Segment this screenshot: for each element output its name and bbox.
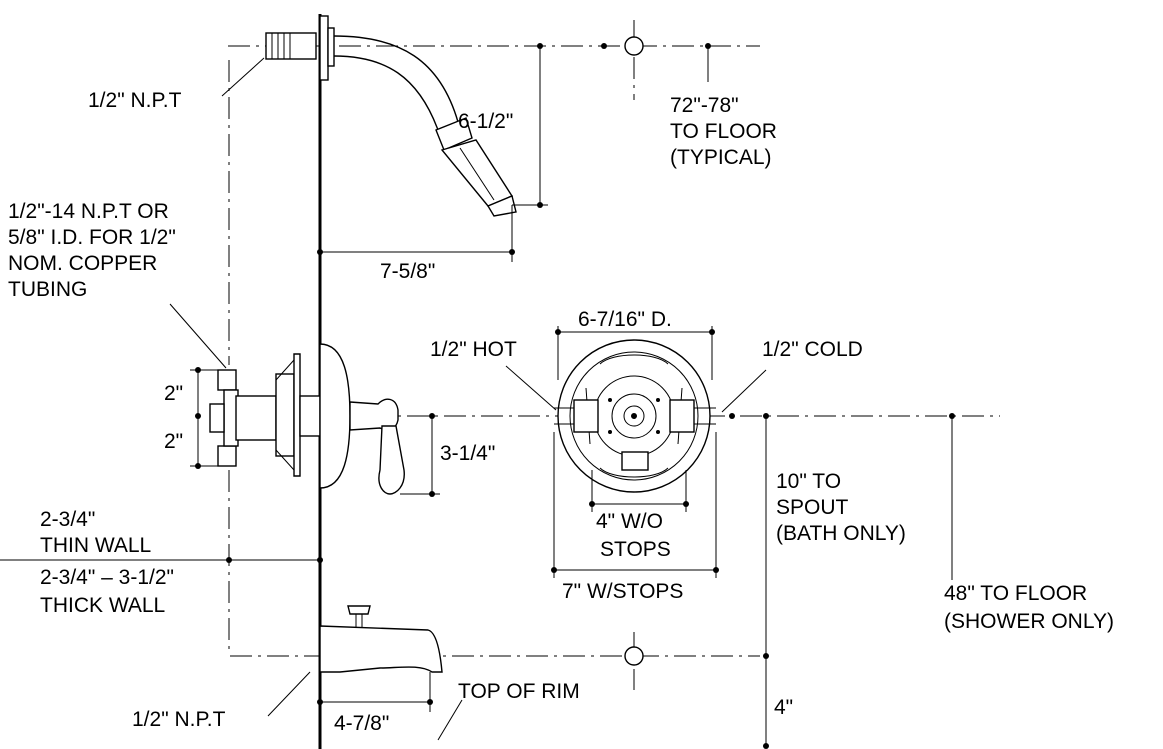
spout-reach-label: 4-7/8" bbox=[334, 712, 389, 735]
npt-bottom-label: 1/2" N.P.T bbox=[132, 708, 226, 731]
leader-lines bbox=[169, 57, 767, 741]
valve-body-side bbox=[195, 343, 405, 495]
with-stops-label: 7" W/STOPS bbox=[562, 580, 683, 603]
arm-drop-label: 6-1/2" bbox=[458, 110, 513, 133]
rim-height-label: 4" bbox=[774, 696, 793, 719]
thick-wall-label-line2: THICK WALL bbox=[40, 594, 165, 617]
handle-drop-label: 3-1/4" bbox=[440, 442, 495, 465]
inlet-label-line4: TUBING bbox=[8, 278, 87, 301]
handle-drop-dimension bbox=[400, 413, 440, 497]
front-view-dimensions bbox=[551, 326, 735, 666]
thin-wall-label-line2: THIN WALL bbox=[40, 534, 151, 557]
height-dimensions bbox=[763, 413, 955, 749]
hot-label: 1/2" HOT bbox=[430, 338, 517, 361]
spout-label-line1: 10" TO bbox=[776, 470, 841, 493]
tub-spout bbox=[317, 605, 443, 712]
shower-head bbox=[440, 139, 517, 217]
labels: 1/2" N.P.T 72"-78" TO FLOOR (TYPICAL) 6-… bbox=[8, 89, 1114, 735]
wall-thickness-dimensions bbox=[0, 557, 323, 563]
upper-spacing-label: 2" bbox=[164, 382, 183, 405]
plate-diameter-label: 6-7/16" D. bbox=[578, 308, 672, 331]
inlet-label-line1: 1/2"-14 N.P.T OR bbox=[8, 200, 169, 223]
without-stops-label-line1: 4" W/O bbox=[596, 510, 663, 533]
inlet-label-line2: 5/8" I.D. FOR 1/2" bbox=[8, 226, 176, 249]
inlet-label-line3: NOM. COPPER bbox=[8, 252, 157, 275]
npt-top-label: 1/2" N.P.T bbox=[88, 89, 182, 112]
height-label-line3: (TYPICAL) bbox=[670, 146, 772, 169]
shower-arm bbox=[265, 15, 473, 151]
height-label-line1: 72"-78" bbox=[670, 94, 739, 117]
cold-label: 1/2" COLD bbox=[762, 338, 863, 361]
arm-reach-label: 7-5/8" bbox=[380, 260, 435, 283]
valve-front-view bbox=[554, 339, 716, 493]
height-label-line2: TO FLOOR bbox=[670, 120, 777, 143]
floor-label-line1: 48" TO FLOOR bbox=[944, 582, 1087, 605]
port-spacing-dimensions bbox=[190, 367, 236, 469]
without-stops-label-line2: STOPS bbox=[600, 538, 671, 561]
floor-label-line2: (SHOWER ONLY) bbox=[944, 610, 1114, 633]
spout-label-line3: (BATH ONLY) bbox=[776, 522, 906, 545]
thick-wall-label-line1: 2-3/4" – 3-1/2" bbox=[40, 566, 174, 589]
spout-label-line2: SPOUT bbox=[776, 496, 849, 519]
arm-dimensions bbox=[317, 36, 711, 262]
thin-wall-label-line1: 2-3/4" bbox=[40, 508, 95, 531]
lower-spacing-label: 2" bbox=[164, 430, 183, 453]
top-of-rim-label: TOP OF RIM bbox=[458, 680, 580, 703]
